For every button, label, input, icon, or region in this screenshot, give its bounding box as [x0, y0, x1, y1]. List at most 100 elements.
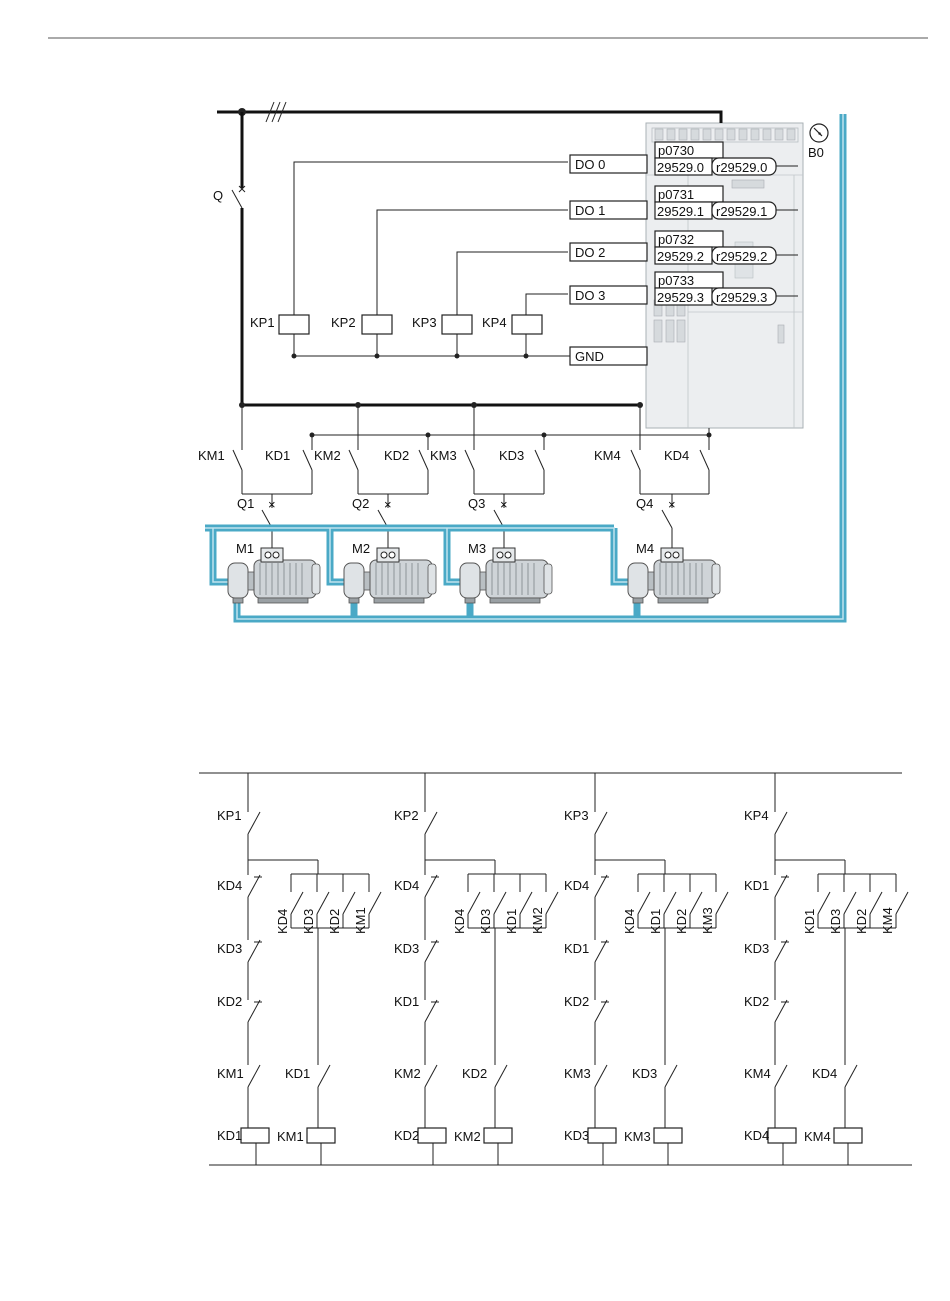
- svg-text:r29529.2: r29529.2: [716, 249, 767, 264]
- motor-branch-2: KM2 KD2 Q2 ×: [314, 405, 429, 548]
- motor-pump-2: M2: [343, 541, 437, 604]
- contact-label: KM1: [217, 1066, 244, 1081]
- svg-text:29529.0: 29529.0: [657, 160, 704, 175]
- param-block-1: p0731 29529.1 r29529.1: [654, 185, 798, 220]
- svg-text:Q2: Q2: [352, 496, 369, 511]
- contact-label: KD2: [462, 1066, 487, 1081]
- contact-label: KD1: [744, 878, 769, 893]
- do3-label: DO 3: [575, 288, 605, 303]
- svg-text:KD2: KD2: [384, 448, 409, 463]
- contact-label: KD2: [744, 994, 769, 1009]
- param-block-3: p0733 29529.3 r29529.3: [654, 271, 798, 306]
- motor-pump-1: M1: [227, 541, 321, 604]
- motor-label: M1: [236, 541, 254, 556]
- contact-label: KD1: [564, 941, 589, 956]
- motors: M1 M2 M3 M4: [227, 541, 721, 604]
- svg-text:r29529.3: r29529.3: [716, 290, 767, 305]
- contact-label: KP1: [217, 808, 242, 823]
- svg-text:29529.1: 29529.1: [657, 204, 704, 219]
- contact-label: KM1: [353, 907, 368, 934]
- motor-label: M2: [352, 541, 370, 556]
- contact-label: KD2: [394, 1128, 419, 1143]
- contact-label: KD1: [217, 1128, 242, 1143]
- relay-kp2-label: KP2: [331, 315, 356, 330]
- contact-label: KD4: [394, 878, 419, 893]
- contact-label: KM1: [277, 1129, 304, 1144]
- contact-label: KP4: [744, 808, 769, 823]
- contact-label: KD1: [802, 909, 817, 934]
- svg-text:KM4: KM4: [594, 448, 621, 463]
- motor-branch-3: KM3 KD3 Q3 ×: [430, 405, 545, 548]
- coil-km: [306, 1127, 336, 1144]
- contact-label: KD1: [394, 994, 419, 1009]
- coil-kd: [240, 1127, 270, 1144]
- do1-label: DO 1: [575, 203, 605, 218]
- do2-label: DO 2: [575, 245, 605, 260]
- svg-text:KD3: KD3: [499, 448, 524, 463]
- contact-label: KM3: [564, 1066, 591, 1081]
- contact-label: KD1: [504, 909, 519, 934]
- contact-label: KM3: [624, 1129, 651, 1144]
- svg-text:KD1: KD1: [265, 448, 290, 463]
- contact-label: KD3: [828, 909, 843, 934]
- svg-text:Q4: Q4: [636, 496, 653, 511]
- contact-label: KD2: [327, 909, 342, 934]
- contact-label: KD3: [217, 941, 242, 956]
- contact-label: KP3: [564, 808, 589, 823]
- relay-kp3-label: KP3: [412, 315, 437, 330]
- contact-label: KM3: [700, 907, 715, 934]
- contact-label: KD4: [452, 909, 467, 934]
- coil-km: [833, 1127, 863, 1144]
- svg-text:KD4: KD4: [664, 448, 689, 463]
- relay-kp1-label: KP1: [250, 315, 275, 330]
- coil-km: [653, 1127, 683, 1144]
- contact-label: KD2: [217, 994, 242, 1009]
- contact-label: KD3: [478, 909, 493, 934]
- contact-label: KP2: [394, 808, 419, 823]
- motor-branch-4: KM4 KD4 Q4 ×: [594, 405, 710, 548]
- contact-label: KD3: [394, 941, 419, 956]
- do0-label: DO 0: [575, 157, 605, 172]
- power-circuit: Q DO 0 DO 1 DO 2 DO: [198, 101, 847, 623]
- motor-label: M4: [636, 541, 654, 556]
- contact-label: KM2: [454, 1129, 481, 1144]
- contact-label: KM4: [744, 1066, 771, 1081]
- coil-kd: [767, 1127, 797, 1144]
- svg-text:Q1: Q1: [237, 496, 254, 511]
- relay-kp4-label: KP4: [482, 315, 507, 330]
- pressure-gauge-icon: [809, 123, 829, 143]
- contact-label: KM2: [530, 907, 545, 934]
- svg-text:KM1: KM1: [198, 448, 225, 463]
- contact-label: KM4: [880, 907, 895, 934]
- coil-km: [483, 1127, 513, 1144]
- contact-label: KD3: [632, 1066, 657, 1081]
- contact-label: KD4: [564, 878, 589, 893]
- contact-label: KD4: [275, 909, 290, 934]
- coil-kd: [587, 1127, 617, 1144]
- contact-label: KD4: [744, 1128, 769, 1143]
- motor-pump-4: M4: [627, 541, 721, 604]
- param-block-2: p0732 29529.2 r29529.2: [654, 230, 798, 265]
- motor-pump-3: M3: [459, 541, 553, 604]
- param-block-0: p0730 29529.0 r29529.0: [654, 141, 798, 176]
- contact-label: KD2: [854, 909, 869, 934]
- svg-text:×: ×: [500, 497, 508, 512]
- contact-label: KD4: [812, 1066, 837, 1081]
- contact-label: KD4: [217, 878, 242, 893]
- motor-branch-1: KM1 KD1 Q1 ×: [198, 405, 313, 548]
- sensor-b0-label: B0: [808, 145, 824, 160]
- contact-label: KD3: [564, 1128, 589, 1143]
- contact-label: KD1: [285, 1066, 310, 1081]
- svg-text:p0733: p0733: [658, 273, 694, 288]
- svg-text:r29529.0: r29529.0: [716, 160, 767, 175]
- contact-label: KD4: [622, 909, 637, 934]
- svg-text:×: ×: [668, 497, 676, 512]
- svg-text:29529.2: 29529.2: [657, 249, 704, 264]
- svg-text:Q3: Q3: [468, 496, 485, 511]
- svg-text:KM2: KM2: [314, 448, 341, 463]
- motor-label: M3: [468, 541, 486, 556]
